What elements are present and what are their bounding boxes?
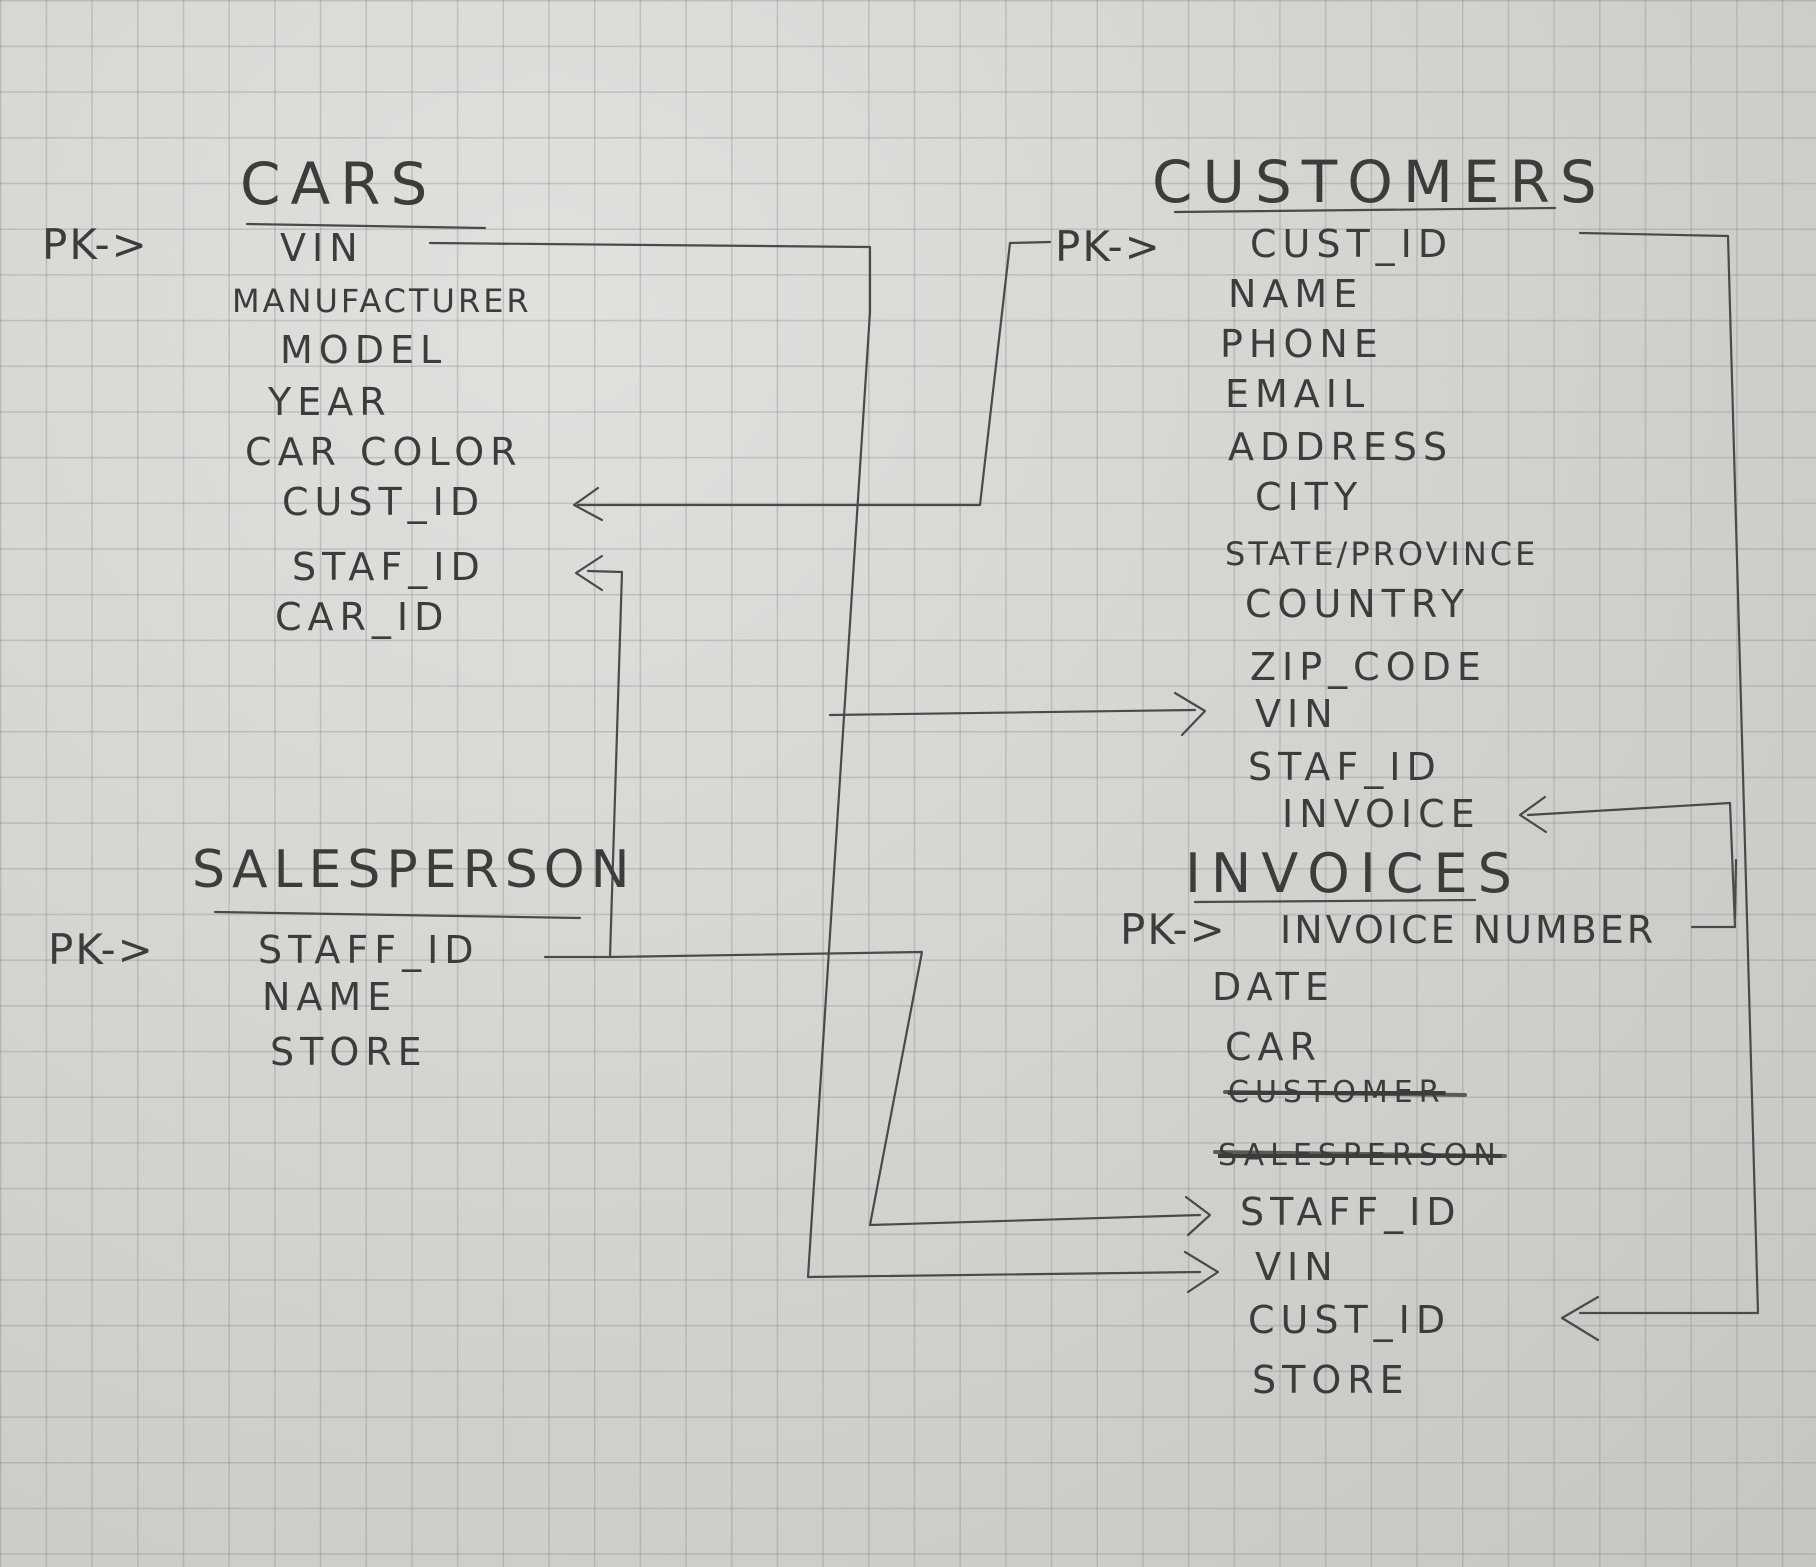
customers-field-invoice: INVOICE	[1282, 792, 1481, 836]
invoices-field-date: DATE	[1212, 965, 1335, 1009]
customers-field-state-province: STATE/PROVINCE	[1225, 535, 1539, 573]
link-custid-invoices	[1578, 231, 1760, 1315]
invoices-field-invoice-number: INVOICE NUMBER	[1280, 908, 1657, 952]
invoices-field-staff-id: STAFF_ID	[1240, 1190, 1462, 1234]
cars-pk-label: PK->	[42, 220, 149, 269]
cars-field-year: YEAR	[268, 380, 392, 424]
invoices-field-customer-struck: CUSTOMER	[1228, 1075, 1446, 1110]
scratch-salesperson	[1213, 1150, 1507, 1158]
link-invoice-mark	[1733, 858, 1738, 920]
arrow-custid-invoices	[1560, 1295, 1600, 1342]
arrow-invoice	[1518, 795, 1548, 834]
invoices-field-store: STORE	[1252, 1358, 1410, 1402]
salesperson-title-underline	[213, 910, 582, 920]
invoices-title-underline	[1193, 898, 1477, 904]
cars-title-underline	[245, 222, 487, 230]
invoices-field-salesperson-struck: SALESPERSON	[1218, 1138, 1502, 1173]
cars-field-car-color: CAR COLOR	[245, 430, 523, 474]
salesperson-field-store: STORE	[270, 1030, 428, 1074]
customers-field-country: COUNTRY	[1245, 582, 1471, 626]
arrow-custid-cars	[572, 486, 604, 522]
customers-field-vin: VIN	[1255, 692, 1339, 736]
scratch-customer	[1223, 1090, 1467, 1097]
arrow-vin-customers	[1173, 691, 1207, 737]
cars-field-manufacturer: MANUFACTURER	[232, 282, 532, 320]
customers-field-phone: PHONE	[1220, 322, 1384, 366]
salesperson-pk-label: PK->	[48, 925, 155, 974]
cars-field-car-id: CAR_ID	[275, 595, 450, 639]
cars-field-staf-id: STAF_ID	[292, 545, 486, 589]
customers-field-email: EMAIL	[1225, 372, 1371, 416]
cars-field-model: MODEL	[280, 328, 448, 372]
arrow-vin-invoices	[1183, 1250, 1220, 1294]
customers-field-city: CITY	[1255, 475, 1364, 519]
cars-field-vin: VIN	[280, 226, 364, 270]
customers-field-address: ADDRESS	[1228, 425, 1454, 469]
link-staffid-cars	[543, 569, 624, 959]
link-vin-customers	[828, 708, 1197, 717]
customers-title-underline	[1173, 206, 1557, 214]
arrow-staffid-invoices	[1184, 1195, 1212, 1237]
link-vin-cars	[428, 241, 1202, 1279]
invoices-field-car: CAR	[1225, 1025, 1322, 1069]
salesperson-field-staff-id: STAFF_ID	[258, 928, 480, 972]
invoices-field-vin: VIN	[1255, 1245, 1339, 1289]
invoices-pk-label: PK->	[1120, 905, 1227, 954]
salesperson-field-name: NAME	[262, 975, 398, 1019]
customers-field-zip-code: ZIP_CODE	[1250, 645, 1487, 689]
invoices-title: INVOICES	[1185, 842, 1522, 905]
salesperson-title: SALESPERSON	[192, 840, 636, 900]
customers-field-staf-id: STAF_ID	[1248, 745, 1442, 789]
customers-field-cust-id: CUST_ID	[1250, 222, 1454, 266]
customers-pk-label: PK->	[1055, 222, 1162, 271]
link-custid-cars	[576, 240, 1052, 507]
cars-field-cust-id: CUST_ID	[282, 480, 486, 524]
invoices-field-cust-id: CUST_ID	[1248, 1298, 1452, 1342]
link-invoice	[1526, 801, 1737, 929]
customers-field-name: NAME	[1228, 272, 1364, 316]
cars-title: CARS	[240, 150, 438, 218]
link-staffid-invoices	[608, 950, 1202, 1227]
customers-title: CUSTOMERS	[1152, 148, 1607, 216]
arrow-staffid-cars	[574, 554, 604, 592]
